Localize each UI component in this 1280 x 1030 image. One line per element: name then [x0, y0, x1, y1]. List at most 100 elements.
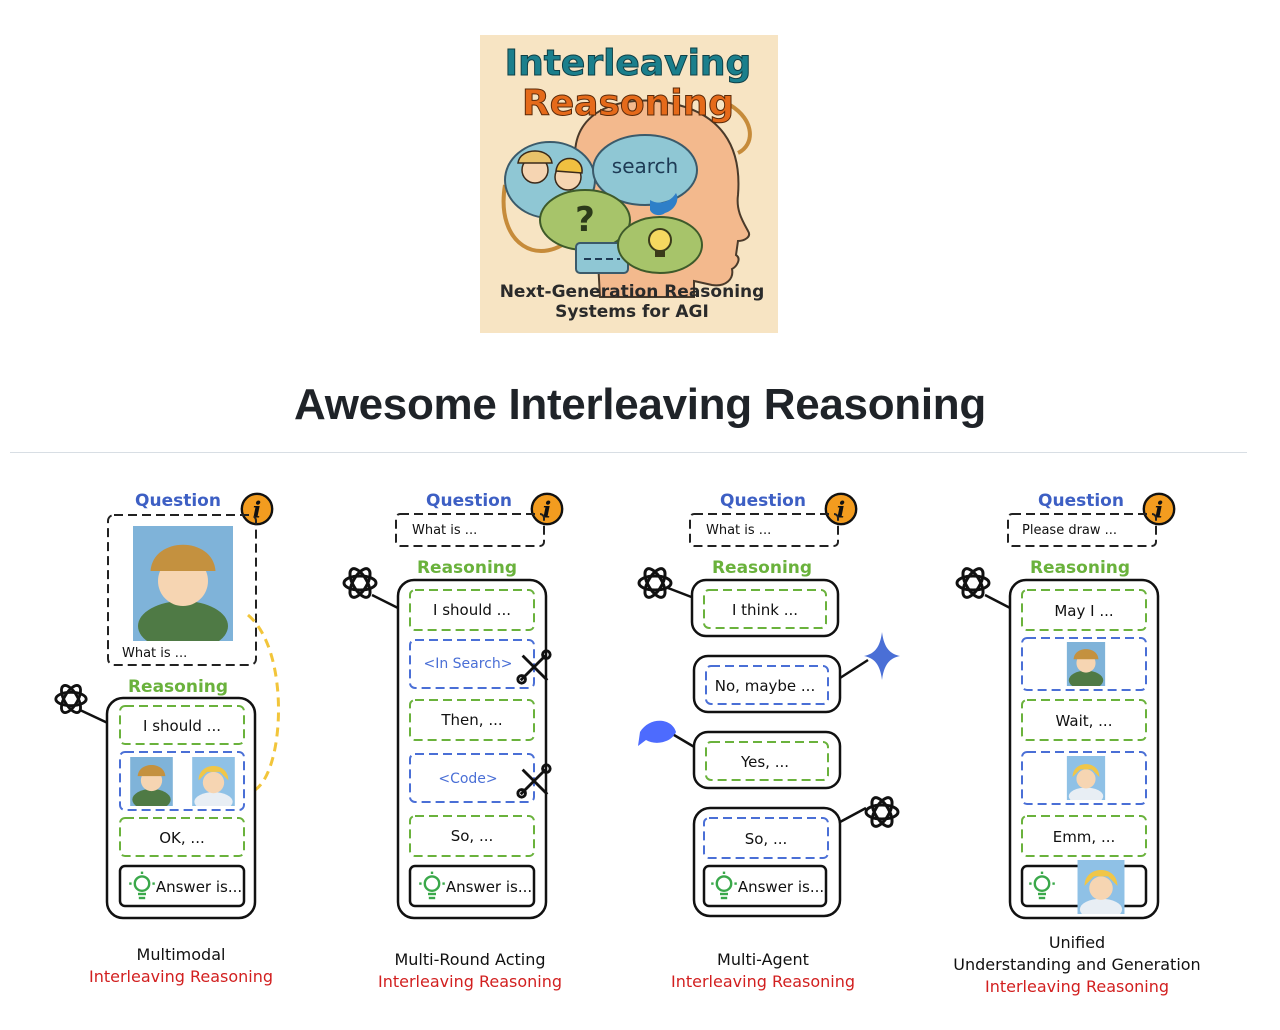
generated-image-2: [1066, 756, 1106, 800]
openai-logo-icon: [955, 564, 991, 602]
answer-box: [408, 864, 536, 908]
page-title: Awesome Interleaving Reasoning: [294, 380, 986, 429]
reasoning-step: [119, 705, 245, 745]
caption-line2: Interleaving Reasoning: [378, 972, 562, 991]
question-image: [133, 526, 233, 641]
caption-line1: Multi-Agent: [717, 950, 809, 969]
reasoning-step: [705, 665, 829, 705]
reasoning-step: [1021, 589, 1147, 631]
agent-bubble: [690, 578, 840, 638]
reasoning-bubble: [1008, 578, 1160, 920]
question-text: What is ...: [122, 646, 187, 661]
caption-line2: Interleaving Reasoning: [671, 972, 855, 991]
reasoning-label: Reasoning: [417, 558, 517, 578]
openai-logo-icon: [342, 564, 378, 602]
caption-line1: Unified: [1049, 933, 1105, 952]
character-hair: [555, 157, 583, 174]
answer-text: Answer is...: [156, 878, 242, 896]
reasoning-step-text: OK, ...: [159, 829, 204, 847]
project-logo: search ? Interleaving Reasoning Next-Gen…: [480, 35, 778, 333]
gemini-sparkle-icon: [864, 632, 900, 680]
info-icon: [1142, 492, 1176, 526]
logo-title-line1: Interleaving: [505, 43, 752, 84]
reasoning-step: [409, 699, 535, 741]
lightbulb-base: [655, 250, 665, 257]
question-text: What is ...: [706, 523, 771, 538]
openai-logo-icon: [864, 793, 900, 831]
question-text: What is ...: [412, 523, 477, 538]
lightbulb-icon: [648, 228, 672, 252]
generated-image-1: [1066, 642, 1106, 686]
panel-multimodal: Question What is ... Reasoning I should …: [54, 491, 280, 986]
reasoning-bubble: [396, 578, 548, 920]
reasoning-step: [409, 815, 535, 857]
bird-icon: [650, 193, 678, 216]
deepseek-whale-icon: [638, 720, 676, 746]
answer-text: Answer is...: [738, 878, 824, 896]
reasoning-step-text: Yes, ...: [740, 753, 789, 771]
question-mark: ?: [575, 200, 595, 240]
character-hat: [517, 150, 553, 164]
question-label: Question: [720, 491, 806, 511]
logo-caption-line2: Systems for AGI: [555, 302, 709, 322]
reasoning-step-text: So, ...: [451, 827, 494, 845]
agent-bubble: [692, 654, 842, 714]
speech-tail: [667, 586, 695, 600]
reasoning-step: [409, 589, 535, 631]
logo-caption-line1: Next-Generation Reasoning: [500, 282, 765, 302]
speech-tail: [839, 806, 867, 824]
answer-text: Answer is...: [446, 878, 532, 896]
logo-illustration: search ? Interleaving Reasoning Next-Gen…: [500, 43, 765, 323]
reasoning-step-text: Then, ...: [440, 711, 502, 729]
question-label: Question: [135, 491, 221, 511]
panel-unified: Question Please draw ... Reasoning May I…: [953, 491, 1200, 996]
reasoning-step: [703, 817, 829, 859]
reasoning-label: Reasoning: [128, 677, 228, 697]
cloud-search: [592, 134, 698, 206]
caption-line1: Multi-Round Acting: [394, 950, 545, 969]
agent-bubble: [692, 806, 842, 918]
info-icon: [824, 492, 858, 526]
speech-tail: [673, 733, 697, 750]
question-box: [395, 513, 545, 547]
bubble-search-text: search: [612, 154, 678, 178]
reasoning-step: [705, 741, 829, 781]
reasoning-step-text: Wait, ...: [1056, 712, 1113, 730]
question-label: Question: [426, 491, 512, 511]
answer-image: [1077, 860, 1125, 914]
reasoning-step-text: I should ...: [433, 601, 511, 619]
tool-step-text: <In Search>: [423, 656, 512, 672]
info-icon: [530, 492, 564, 526]
reasoning-step-text: Emm, ...: [1053, 828, 1116, 846]
reasoning-step-text: I should ...: [143, 717, 221, 735]
title-divider: [10, 452, 1247, 453]
reasoning-step-text: I think ...: [732, 601, 798, 619]
image-reference-arrow: [247, 613, 280, 792]
logo-title-line2: Reasoning: [522, 83, 734, 124]
reasoning-step-text: So, ...: [745, 830, 788, 848]
panel-multi-round-acting: Question What is ... Reasoning I should …: [342, 491, 564, 991]
caption-line2: Interleaving Reasoning: [89, 967, 273, 986]
openai-logo-icon: [637, 564, 673, 602]
answer-box: [702, 864, 828, 908]
reasoning-label: Reasoning: [1030, 558, 1130, 578]
tool-step: [409, 753, 535, 803]
caption-line2: Understanding and Generation: [953, 955, 1200, 974]
tool-step: [409, 639, 535, 689]
tool-step-text: <Code>: [438, 771, 497, 787]
step-image-1: [130, 757, 173, 806]
reasoning-label: Reasoning: [712, 558, 812, 578]
question-label: Question: [1038, 491, 1124, 511]
image-step: [1021, 637, 1147, 691]
reasoning-step: [119, 817, 245, 857]
question-box: [689, 513, 839, 547]
rope-right: [728, 103, 752, 155]
speech-tail: [839, 658, 869, 680]
question-box: [1007, 513, 1157, 547]
reasoning-step: [1021, 815, 1147, 857]
info-icon: [240, 492, 274, 526]
answer-box: [118, 864, 246, 908]
agent-bubble: [692, 730, 842, 790]
caption-line3: Interleaving Reasoning: [985, 977, 1169, 996]
caption-line1: Multimodal: [137, 945, 226, 964]
